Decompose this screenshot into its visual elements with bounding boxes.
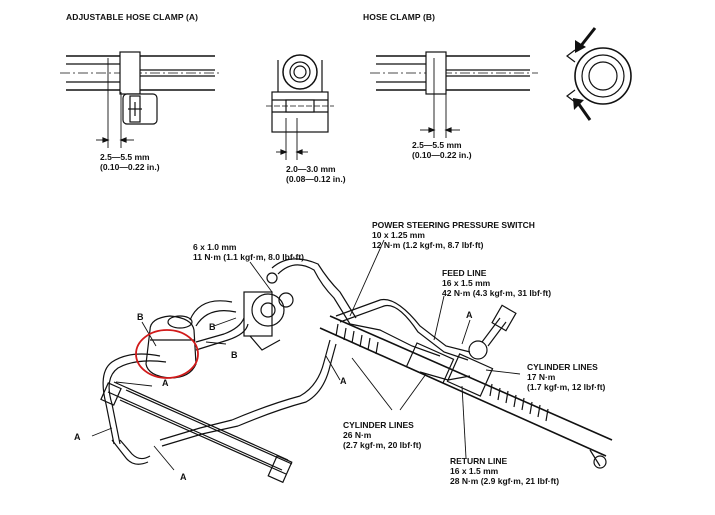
pump — [243, 272, 294, 351]
clamp-a-side-view — [60, 51, 222, 148]
feed-line-spec: FEED LINE 16 x 1.5 mm 42 N·m (4.3 kgf·m,… — [442, 268, 552, 298]
clamp-b-arrows — [573, 27, 597, 121]
callout-a: A — [466, 310, 473, 320]
cylinder-lines-right-spec: CYLINDER LINES 17 N·m (1.7 kgf·m, 12 lbf… — [527, 362, 606, 392]
hose-clamp-header: HOSE CLAMP (B) — [363, 12, 436, 22]
oil-cooler — [100, 381, 293, 484]
assembly-drawing — [91, 239, 613, 484]
callout-b: B — [209, 322, 216, 332]
callout-a: A — [180, 472, 187, 482]
steering-rack — [319, 304, 613, 469]
clamp-b-end-view — [566, 47, 632, 105]
callout-a: A — [162, 378, 169, 388]
callout-a: A — [74, 432, 81, 442]
clamp-b-offset-dim: 2.5—5.5 mm (0.10—0.22 in.) — [412, 140, 472, 160]
pressure-switch-spec: POWER STEERING PRESSURE SWITCH 10 x 1.25… — [372, 220, 535, 250]
metal-lines — [335, 298, 471, 381]
bolt-spec: 6 x 1.0 mm 11 N·m (1.1 kgf·m, 8.0 lbf·ft… — [193, 242, 304, 262]
clamp-a-offset-dim: 2.5—5.5 mm (0.10—0.22 in.) — [100, 152, 160, 172]
clamp-a-gap-dim: 2.0—3.0 mm (0.08—0.12 in.) — [286, 164, 346, 184]
cylinder-lines-bottom-spec: CYLINDER LINES 26 N·m (2.7 kgf·m, 20 lbf… — [343, 420, 422, 450]
clamp-a-end-view — [266, 54, 334, 160]
callout-a: A — [340, 376, 347, 386]
hoses — [102, 258, 357, 465]
return-line-spec: RETURN LINE 16 x 1.5 mm 28 N·m (2.9 kgf·… — [450, 456, 560, 486]
reservoir — [145, 315, 197, 379]
highlight-circle — [135, 329, 199, 379]
adjustable-clamp-header: ADJUSTABLE HOSE CLAMP (A) — [66, 12, 199, 22]
callout-b: B — [231, 350, 238, 360]
callout-b: B — [137, 312, 144, 322]
clamp-b-side-view — [370, 51, 538, 138]
leader-lines — [91, 239, 521, 471]
